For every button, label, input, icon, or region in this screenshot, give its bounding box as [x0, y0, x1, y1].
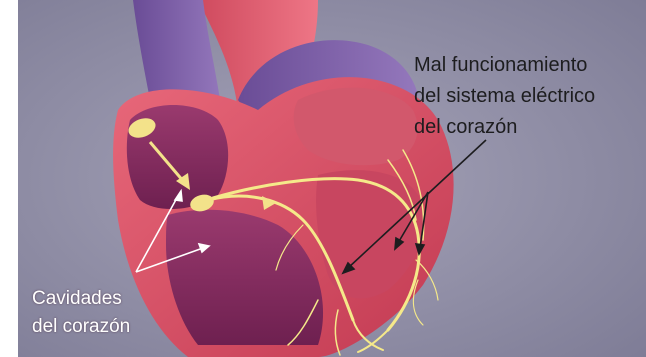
heart-chambers-label: Cavidades del corazón	[32, 285, 130, 341]
electrical-malfunction-label: Mal funcionamiento del sistema eléctrico…	[414, 50, 644, 143]
electrical-malfunction-line-2: del sistema eléctrico	[414, 81, 644, 112]
electrical-malfunction-line-3: del corazón	[414, 112, 644, 143]
electrical-malfunction-line-1: Mal funcionamiento	[414, 50, 644, 81]
heart-chambers-line-2: del corazón	[32, 313, 130, 341]
heart-chambers-line-1: Cavidades	[32, 285, 130, 313]
